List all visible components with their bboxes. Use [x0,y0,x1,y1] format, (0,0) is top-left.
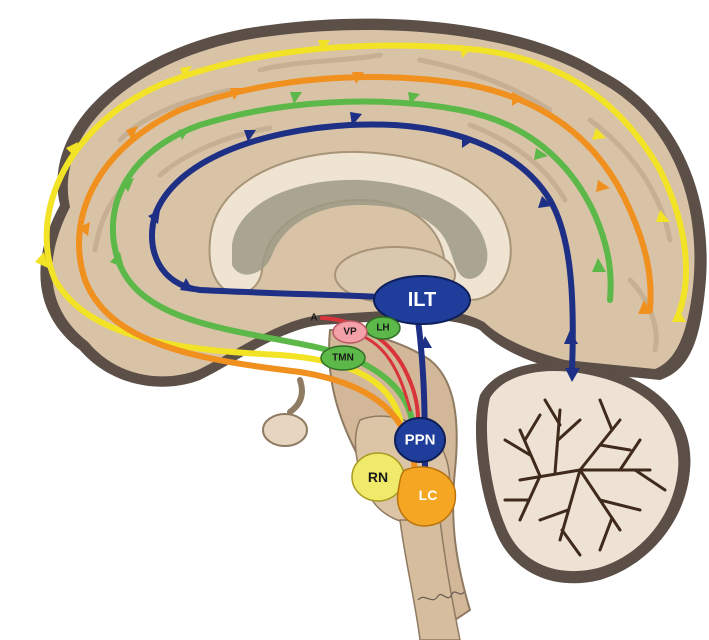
ilt-label: ILT [408,289,437,311]
lh-nucleus: LH [366,317,400,339]
ppn-label: PPN [405,432,436,449]
lc-nucleus: LC [398,467,456,526]
lc-label: LC [419,487,438,503]
vp-label: VP [343,327,357,338]
pituitary-stalk [290,380,302,412]
rn-nucleus: RN [352,453,404,501]
a-label: A [310,313,317,324]
pituitary-gland [263,414,307,446]
tmn-label: TMN [332,353,354,364]
lh-label: LH [376,323,389,334]
ppn-nucleus: PPN [395,418,445,462]
rn-label: RN [368,469,388,485]
vp-nucleus: VP [333,321,367,343]
tmn-nucleus: TMN [321,346,365,370]
